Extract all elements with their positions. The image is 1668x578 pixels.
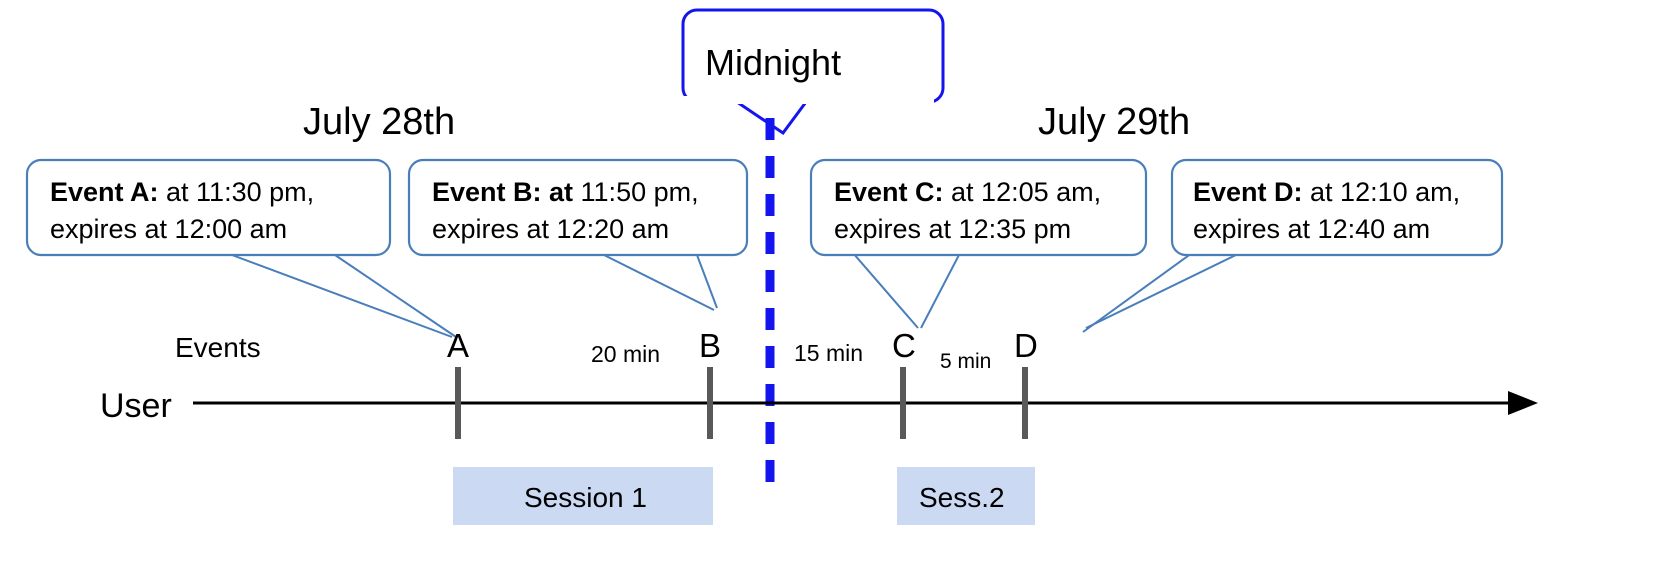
interval-labels: 20 min 15 min 5 min [591,340,991,373]
callout-event-c-bold: Event C: [834,177,944,207]
session-boxes: Session 1 Sess.2 [453,467,1035,525]
callout-event-c-line1: Event C: at 12:05 am, [834,177,1101,207]
events-row-label: Events [175,332,261,363]
interval-label-ab: 20 min [591,341,660,367]
callout-event-c: Event C: at 12:05 am, expires at 12:35 p… [809,158,1148,257]
callout-event-c-line2: expires at 12:35 pm [834,214,1071,244]
interval-label-bc: 15 min [794,340,863,366]
callout-event-b-box [407,158,749,257]
timeline-axis [193,391,1538,415]
midnight-tail-mask [684,96,934,104]
callout-event-d: Event D: at 12:10 am, expires at 12:40 a… [1170,158,1504,257]
callout-event-a-line2: expires at 12:00 am [50,214,287,244]
marker-label-a: A [447,327,469,364]
callout-event-d-line2: expires at 12:40 am [1193,214,1430,244]
callout-event-b-rest: 11:50 pm, [573,177,699,207]
date-label-left: July 28th [303,101,455,143]
leader-line-event-a-1 [231,254,453,338]
callout-event-b-line2: expires at 12:20 am [432,214,669,244]
user-row-label: User [100,387,172,425]
session-2-box [897,467,1035,525]
callout-event-b-line1: Event B: at 11:50 pm, [432,177,699,207]
leader-line-event-c-1 [852,252,919,329]
marker-label-b: B [699,327,721,364]
session-1-box [453,467,713,525]
callout-event-a-line1: Event A: at 11:30 pm, [50,177,314,207]
timeline-arrow-head [1508,391,1538,415]
marker-label-d: D [1014,327,1038,364]
callout-event-a-rest: at 11:30 pm, [159,177,315,207]
leader-line-event-d-1 [1082,252,1193,333]
midnight-callout-tail [736,100,808,136]
interval-label-cd: 5 min [940,350,991,373]
leader-line-event-a-2 [334,254,457,338]
midnight-callout: Midnight [681,8,945,136]
callout-event-a: Event A: at 11:30 pm, expires at 12:00 a… [25,158,392,257]
leader-line-event-b-2 [696,254,718,309]
leader-line-event-c-2 [920,252,961,329]
event-markers: A B C D [447,327,1038,439]
callout-event-d-bold: Event D: [1193,177,1303,207]
callout-event-d-line1: Event D: at 12:10 am, [1193,177,1460,207]
callout-event-d-box [1170,158,1504,257]
leader-lines [231,252,1241,338]
callout-event-b: Event B: at 11:50 pm, expires at 12:20 a… [407,158,749,257]
callout-event-a-box [25,158,392,257]
date-label-right: July 29th [1038,101,1190,143]
callout-event-c-rest: at 12:05 am, [944,177,1102,207]
session-1-label: Session 1 [524,482,647,513]
callout-event-a-bold: Event A: [50,177,159,207]
callout-event-d-rest: at 12:10 am, [1303,177,1461,207]
session-2-label: Sess.2 [919,482,1005,513]
midnight-label: Midnight [705,42,841,83]
callout-event-c-box [809,158,1148,257]
marker-label-c: C [892,327,916,364]
leader-line-event-b-1 [603,254,715,311]
leader-line-event-d-2 [1085,252,1241,329]
callout-event-b-bold: Event B: at [432,177,573,207]
